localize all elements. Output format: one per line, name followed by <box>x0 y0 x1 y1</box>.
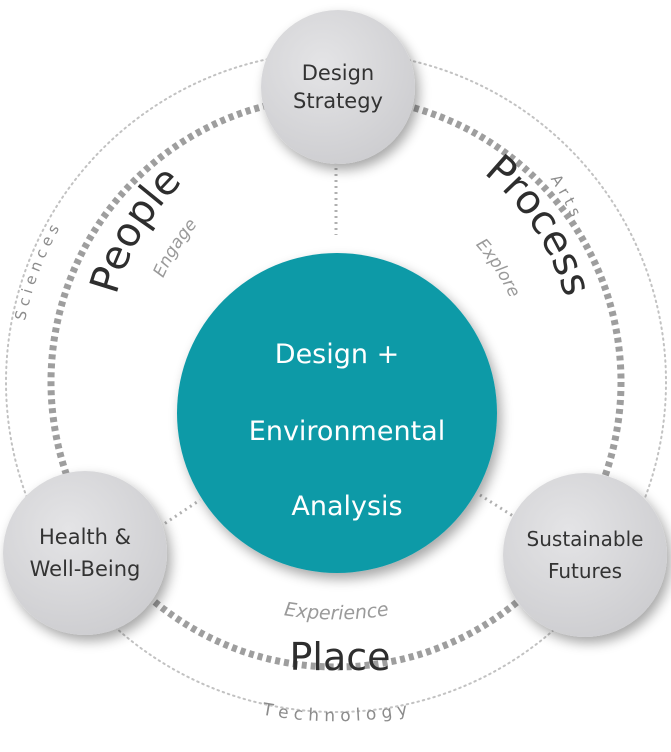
node-top-line-1: Design <box>302 61 375 85</box>
technology-label: T e c h n o l o g y <box>260 700 409 727</box>
explore-label: Explore <box>472 235 524 301</box>
node-health-well-being <box>3 471 167 635</box>
node-right-line-1: Sustainable <box>527 527 644 551</box>
place-label: Place <box>289 635 390 679</box>
outer-dotted-ring <box>5 51 667 713</box>
node-sustainable-futures <box>503 473 667 637</box>
node-design-strategy <box>261 10 415 164</box>
center-line-1: Design + <box>275 339 399 370</box>
node-left-line-1: Health & <box>39 525 131 549</box>
center-line-3: Analysis <box>291 491 402 522</box>
center-circle <box>177 253 497 573</box>
node-top-line-2: Strategy <box>293 89 383 113</box>
people-label: People <box>82 157 190 298</box>
sciences-label: S c i e n c e s <box>11 221 63 322</box>
node-left-line-2: Well-Being <box>30 557 141 581</box>
node-right-line-2: Futures <box>548 559 622 583</box>
center-line-2: Environmental <box>249 416 445 447</box>
experience-label: Experience <box>283 598 390 624</box>
